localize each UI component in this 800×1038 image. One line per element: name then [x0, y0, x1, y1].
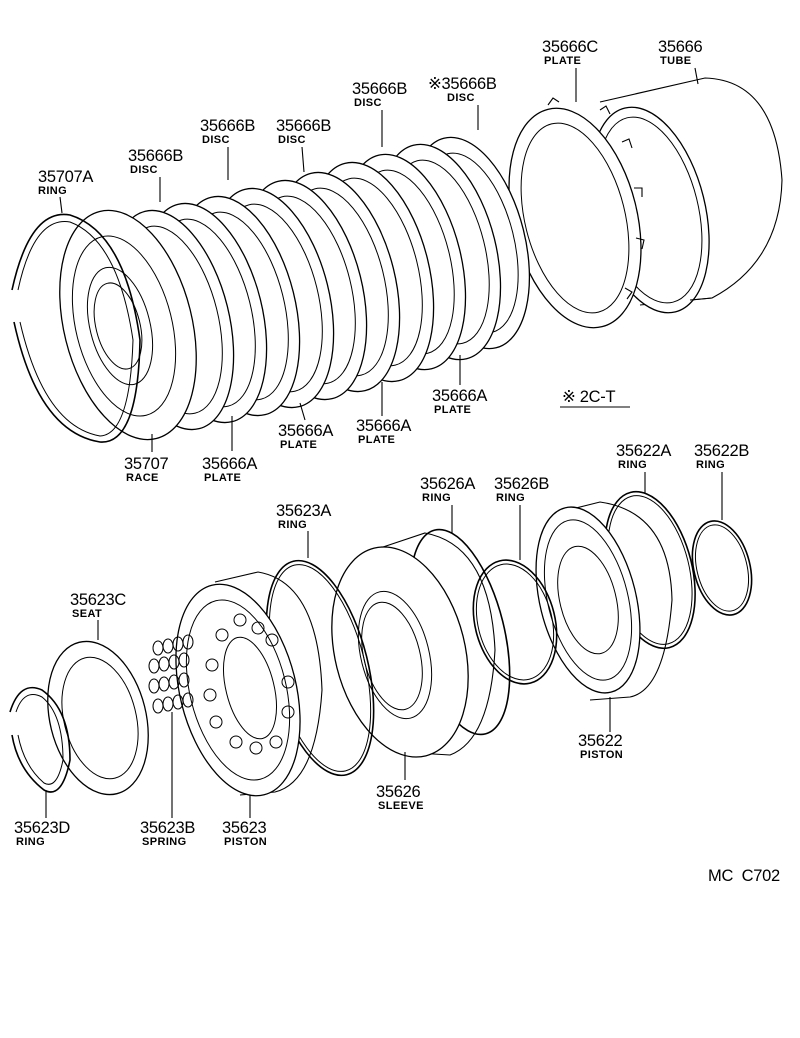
- svg-text:RING: RING: [618, 459, 647, 471]
- svg-text:35623B: 35623B: [140, 819, 195, 837]
- callout-35623D: 35623D RING: [14, 819, 71, 848]
- svg-text:RING: RING: [16, 836, 45, 848]
- svg-text:RING: RING: [278, 519, 307, 531]
- svg-text:※35666B: ※35666B: [428, 75, 497, 93]
- svg-text:SEAT: SEAT: [72, 608, 102, 620]
- svg-text:PISTON: PISTON: [580, 749, 623, 761]
- callout-35623B: 35623B SPRING: [140, 819, 196, 848]
- svg-text:35666B: 35666B: [128, 147, 183, 165]
- svg-text:35666A: 35666A: [278, 422, 333, 440]
- callout-35622B: 35622B RING: [694, 442, 750, 471]
- piston-35623: [175, 571, 323, 797]
- callout-35666A-4: 35666A PLATE: [432, 387, 488, 416]
- svg-text:PISTON: PISTON: [224, 836, 267, 848]
- callout-35626A: 35626A RING: [420, 475, 476, 504]
- svg-text:SPRING: SPRING: [142, 836, 187, 848]
- svg-text:DISC: DISC: [278, 134, 306, 146]
- svg-text:35666B: 35666B: [276, 117, 331, 135]
- svg-text:DISC: DISC: [447, 92, 475, 104]
- svg-text:35666A: 35666A: [432, 387, 487, 405]
- callout-35623: 35623 PISTON: [222, 819, 267, 848]
- sleeve-35626: [331, 528, 511, 758]
- model-note: ※ 2C-T: [560, 388, 630, 408]
- callout-35666A-3: 35666A PLATE: [356, 417, 412, 446]
- ring-35626B: [472, 559, 558, 685]
- race-35707: [59, 209, 197, 441]
- svg-text:※ 2C-T: ※ 2C-T: [562, 388, 615, 406]
- figure-code: MC C702: [708, 867, 780, 885]
- callout-35622: 35622 PISTON: [578, 732, 623, 761]
- callout-35623A: 35623A RING: [276, 502, 332, 531]
- svg-text:35666B: 35666B: [200, 117, 255, 135]
- svg-text:35707A: 35707A: [38, 168, 93, 186]
- ring-35622B: [691, 520, 753, 616]
- svg-text:SLEEVE: SLEEVE: [378, 800, 424, 812]
- svg-text:PLATE: PLATE: [358, 434, 395, 446]
- svg-text:DISC: DISC: [202, 134, 230, 146]
- svg-text:35626B: 35626B: [494, 475, 549, 493]
- svg-text:35622: 35622: [578, 732, 623, 750]
- springs-35623B: [148, 634, 194, 714]
- piston-35622: [535, 501, 673, 701]
- svg-text:RING: RING: [38, 185, 67, 197]
- svg-text:35666: 35666: [658, 38, 703, 56]
- leader-lines: [45, 67, 723, 818]
- callout-35666B-3: 35666B DISC: [276, 117, 332, 146]
- seat-35623C: [47, 640, 149, 796]
- ring-35707A: [11, 213, 141, 443]
- svg-text:35626: 35626: [376, 783, 421, 801]
- callout-35707A: 35707A RING: [38, 168, 94, 197]
- callout-35666C: 35666C PLATE: [542, 38, 599, 67]
- callout-35626B: 35626B RING: [494, 475, 550, 504]
- svg-text:35666A: 35666A: [356, 417, 411, 435]
- plate-35666C: [508, 97, 645, 329]
- svg-text:RING: RING: [422, 492, 451, 504]
- svg-text:35666A: 35666A: [202, 455, 257, 473]
- svg-text:35622B: 35622B: [694, 442, 749, 460]
- svg-text:PLATE: PLATE: [204, 472, 241, 484]
- callout-35666B-1: 35666B DISC: [128, 147, 184, 176]
- svg-text:35707: 35707: [124, 455, 169, 473]
- callout-35666: 35666 TUBE: [658, 38, 703, 67]
- callout-35666B-5: ※35666B DISC: [428, 75, 497, 104]
- svg-text:35626A: 35626A: [420, 475, 475, 493]
- callout-35666B-2: 35666B DISC: [200, 117, 256, 146]
- svg-text:35623C: 35623C: [70, 591, 126, 609]
- callout-35626: 35626 SLEEVE: [376, 783, 424, 812]
- svg-text:35623: 35623: [222, 819, 267, 837]
- svg-text:RING: RING: [496, 492, 525, 504]
- svg-text:PLATE: PLATE: [544, 55, 581, 67]
- svg-text:RING: RING: [696, 459, 725, 471]
- svg-text:DISC: DISC: [130, 164, 158, 176]
- svg-text:35666C: 35666C: [542, 38, 598, 56]
- svg-text:DISC: DISC: [354, 97, 382, 109]
- callout-35622A: 35622A RING: [616, 442, 672, 471]
- svg-text:35623D: 35623D: [14, 819, 70, 837]
- svg-text:RACE: RACE: [126, 472, 159, 484]
- callout-35666B-4: 35666B DISC: [352, 80, 408, 109]
- svg-text:TUBE: TUBE: [660, 55, 692, 67]
- callout-35623C: 35623C SEAT: [70, 591, 127, 620]
- callout-35707: 35707 RACE: [124, 455, 169, 484]
- svg-text:35622A: 35622A: [616, 442, 671, 460]
- svg-text:35666B: 35666B: [352, 80, 407, 98]
- svg-text:35623A: 35623A: [276, 502, 331, 520]
- ring-35623D: [9, 686, 71, 793]
- callout-35666A-1: 35666A PLATE: [202, 455, 258, 484]
- svg-text:PLATE: PLATE: [280, 439, 317, 451]
- svg-text:PLATE: PLATE: [434, 404, 471, 416]
- callout-35666A-2: 35666A PLATE: [278, 422, 334, 451]
